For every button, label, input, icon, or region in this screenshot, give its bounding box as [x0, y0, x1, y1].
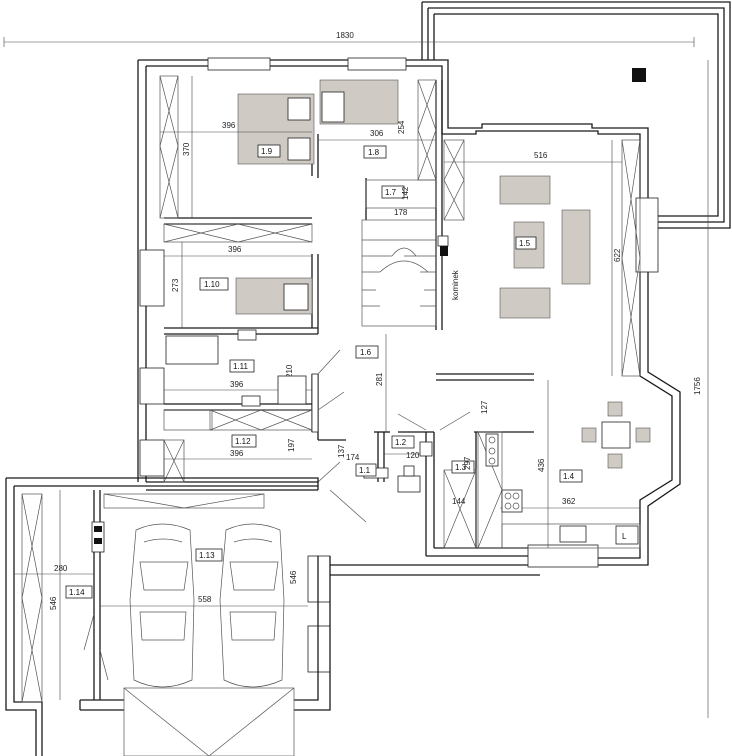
- room-label-1-14: 1.14: [69, 588, 85, 597]
- sofa: [499, 287, 551, 319]
- dim-1-13-d: 546: [289, 570, 298, 584]
- outer-walls: [137, 59, 681, 576]
- dim-1-4-w: 362: [562, 497, 576, 506]
- dim-1-4-top: 127: [480, 400, 489, 414]
- room-label-1-2: 1.2: [395, 438, 407, 447]
- windows: [139, 57, 659, 673]
- dim-1-10-d: 273: [171, 278, 180, 292]
- room-label-1-8: 1.8: [368, 148, 380, 157]
- room-1-12: 1.12 396 197: [164, 434, 312, 460]
- wardrobes: [159, 75, 641, 549]
- dim-1-7-w: 178: [394, 208, 408, 217]
- room-1-8: 306 254 1.8: [318, 120, 436, 159]
- terrace: [421, 1, 731, 229]
- dim-1-6-d: 281: [375, 372, 384, 386]
- dim-1-13-w: 558: [198, 595, 212, 604]
- dim-1-5-d: 622: [613, 248, 622, 262]
- dim-1-5-w: 516: [534, 151, 548, 160]
- room-1-14: 280 546 1.14: [14, 490, 94, 700]
- sofa: [561, 209, 591, 285]
- room-label-1-9: 1.9: [261, 147, 273, 156]
- overall-depth-text: 1756: [693, 377, 702, 395]
- dim-1-3-w: 144: [452, 497, 466, 506]
- room-1-3: 1.3 144 297: [451, 433, 499, 506]
- room-label-1-7: 1.7: [385, 188, 397, 197]
- dim-1-11-d: 210: [285, 364, 294, 378]
- room-1-9: 396 370 1.9: [160, 76, 399, 218]
- room-label-1-13: 1.13: [199, 551, 215, 560]
- room-label-1-1: 1.1: [359, 466, 371, 475]
- dim-1-9-d: 370: [182, 142, 191, 156]
- dim-1-11-w: 396: [230, 380, 244, 389]
- dim-1-7-d: 142: [401, 186, 410, 200]
- dimension-overall-width: 1830: [3, 31, 695, 47]
- room-label-1-10: 1.10: [204, 280, 220, 289]
- room-label-1-4: 1.4: [563, 472, 575, 481]
- room-label-1-5: 1.5: [519, 239, 531, 248]
- dim-1-1-d: 137: [337, 444, 346, 458]
- room-label-1-12: 1.12: [235, 437, 251, 446]
- room-1-7: 1.7 142 178: [381, 185, 410, 217]
- room-1-2: 1.2 120: [384, 411, 471, 493]
- dim-1-4-d: 436: [537, 458, 546, 472]
- room-label-1-3: 1.3: [455, 463, 467, 472]
- car-right: [219, 523, 285, 688]
- sofa: [499, 175, 551, 205]
- room-1-6: 1.6 281 kominek: [317, 219, 460, 432]
- room-1-4: 127 436 362 1.4 L: [480, 380, 651, 549]
- kitchen-corner-label: L: [622, 532, 627, 541]
- room-1-13: 1.13 558 546: [100, 548, 308, 607]
- dim-1-12-d: 197: [287, 438, 296, 452]
- room-1-5: 516 622 1.5: [444, 140, 622, 376]
- dim-1-14-d: 546: [49, 596, 58, 610]
- dim-1-14-w: 280: [54, 564, 68, 573]
- shower: [277, 375, 307, 405]
- dim-1-8-w: 306: [370, 129, 384, 138]
- room-1-10: 396 273 1.10: [164, 242, 313, 328]
- dim-1-12-w: 396: [230, 449, 244, 458]
- bathtub: [165, 335, 219, 365]
- garage-walls: [5, 477, 331, 756]
- dim-1-10-w: 396: [228, 245, 242, 254]
- dim-1-1-w: 174: [346, 453, 360, 462]
- sink: [559, 525, 587, 543]
- dim-1-9-w: 396: [222, 121, 236, 130]
- room-1-11: 1.11 396 210: [164, 329, 312, 407]
- car-left: [129, 523, 195, 688]
- room-1-1: 1.1 174 137: [317, 444, 377, 523]
- dim-1-3-d: 297: [463, 456, 472, 470]
- fireplace-label: kominek: [451, 269, 460, 300]
- terrace-marker: [632, 68, 646, 82]
- dim-1-8-d: 254: [397, 120, 406, 134]
- dining-table: [601, 421, 631, 449]
- dimension-overall-depth: 1756: [693, 60, 709, 718]
- overall-width-text: 1830: [336, 31, 354, 40]
- room-label-1-11: 1.11: [233, 362, 249, 371]
- dim-1-2-w: 120: [406, 451, 420, 460]
- room-label-1-6: 1.6: [360, 348, 372, 357]
- cooktop: [501, 489, 523, 513]
